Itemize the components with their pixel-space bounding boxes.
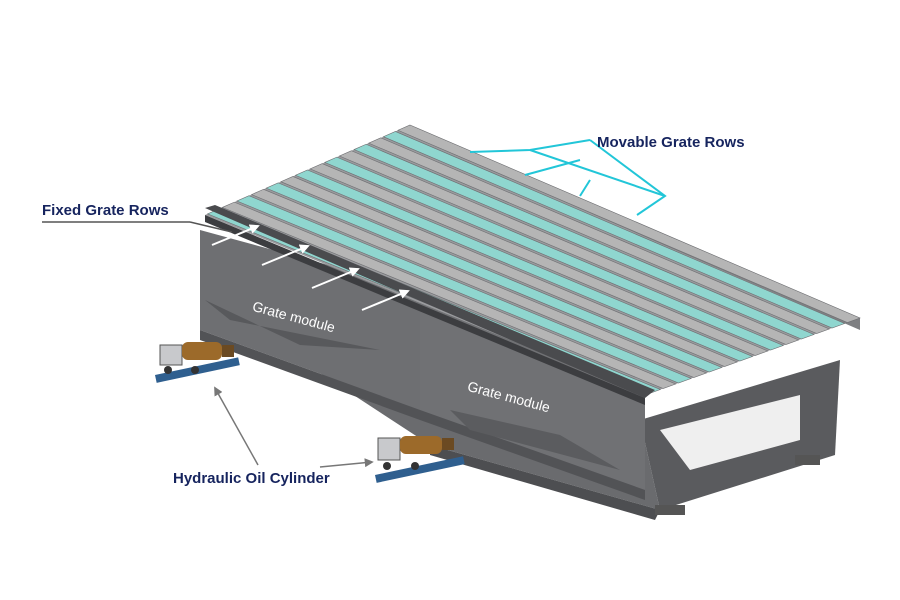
movable-grate-row (265, 182, 723, 373)
movable-rows-leader (469, 139, 667, 216)
side-rail (205, 205, 655, 405)
fixed-grate-row (367, 137, 831, 334)
fixed-grate-row (280, 176, 738, 367)
movable-grate-row (353, 143, 815, 340)
fixed-grate-row (338, 150, 800, 345)
grate-module-right-body (420, 290, 645, 500)
hydraulic-cylinder-lower (374, 436, 465, 483)
fixed-grate-row (397, 124, 861, 323)
fixed-grate-row (309, 163, 769, 356)
fixed-grate-row (221, 201, 677, 389)
fixed-row-arrows (211, 224, 410, 311)
hydraulic-pointers (214, 386, 374, 468)
movable-grate-rows-label: Movable Grate Rows (597, 134, 745, 151)
fixed-grate-rows-label: Fixed Grate Rows (42, 202, 169, 219)
movable-grate-row (294, 169, 754, 362)
movable-grate-row (382, 131, 846, 329)
movable-grate-row (236, 195, 692, 384)
hydraulic-cylinder-upper (155, 342, 240, 383)
fixed-grate-row (250, 188, 708, 378)
hydraulic-oil-cylinder-label: Hydraulic Oil Cylinder (173, 470, 330, 487)
movable-grate-row (324, 156, 785, 351)
fixed-rows-pointer (42, 221, 233, 233)
